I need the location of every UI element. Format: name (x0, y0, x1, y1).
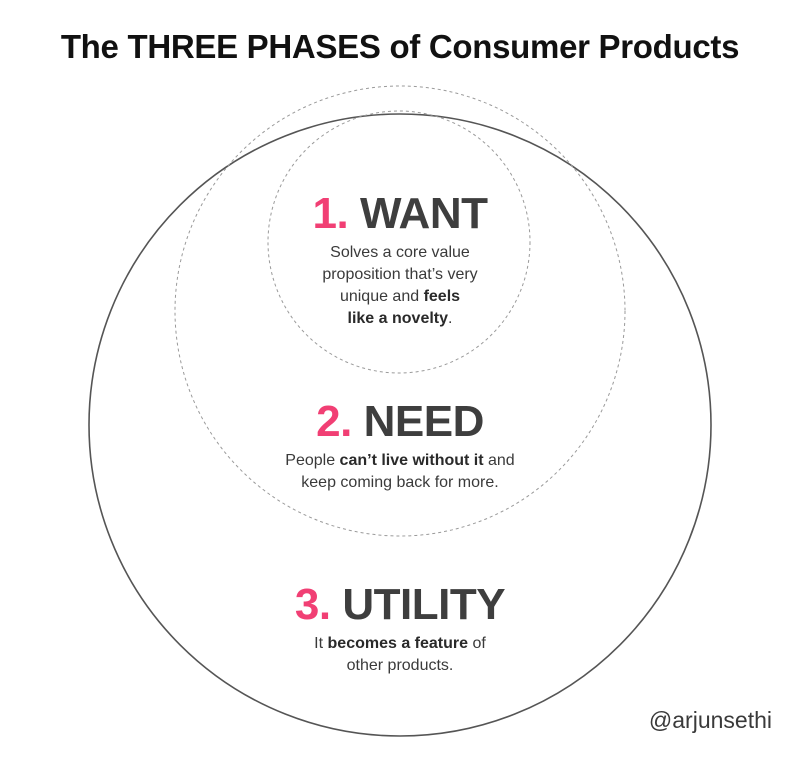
phase-need-name: NEED (363, 397, 485, 446)
phase-need-number: 2. (316, 397, 352, 446)
phase-utility-heading: 3. UTILITY (0, 583, 800, 627)
description-text: It (314, 635, 328, 652)
description-text: of (468, 635, 486, 652)
phase-want: 1. WANT Solves a core value proposition t… (0, 192, 800, 330)
phase-utility-description: It becomes a feature of other products. (0, 633, 800, 677)
description-emphasis: can’t live without it (339, 452, 484, 469)
description-text: other products. (346, 657, 454, 674)
description-emphasis: feels (423, 288, 461, 305)
description-text: Solves a core value (330, 244, 470, 261)
want-circle (267, 110, 531, 374)
description-text: proposition that’s very (322, 266, 478, 283)
phase-want-description: Solves a core value proposition that’s ve… (0, 242, 800, 330)
phase-utility-number: 3. (294, 580, 331, 629)
description-emphasis: becomes a feature (327, 635, 469, 652)
phase-need: 2. NEED People can’t live without it and… (0, 400, 800, 494)
description-text: and (483, 452, 515, 469)
description-text: . (448, 310, 453, 327)
phase-utility-name: UTILITY (342, 580, 506, 629)
description-text: keep coming back for more. (301, 474, 499, 491)
phase-utility: 3. UTILITY It becomes a feature of other … (0, 583, 800, 677)
phase-need-description: People can’t live without it and keep com… (0, 450, 800, 494)
utility-circle (88, 113, 712, 737)
phase-want-heading: 1. WANT (0, 192, 800, 236)
phase-need-heading: 2. NEED (0, 400, 800, 444)
phase-want-name: WANT (359, 189, 488, 238)
author-handle: @arjunsethi (648, 707, 772, 733)
description-text: People (285, 452, 340, 469)
diagram-title: The THREE PHASES of Consumer Products (60, 28, 740, 65)
description-text: unique and (339, 288, 424, 305)
need-circle (174, 85, 626, 537)
description-emphasis: like a novelty (347, 310, 449, 327)
phase-want-number: 1. (312, 189, 349, 238)
